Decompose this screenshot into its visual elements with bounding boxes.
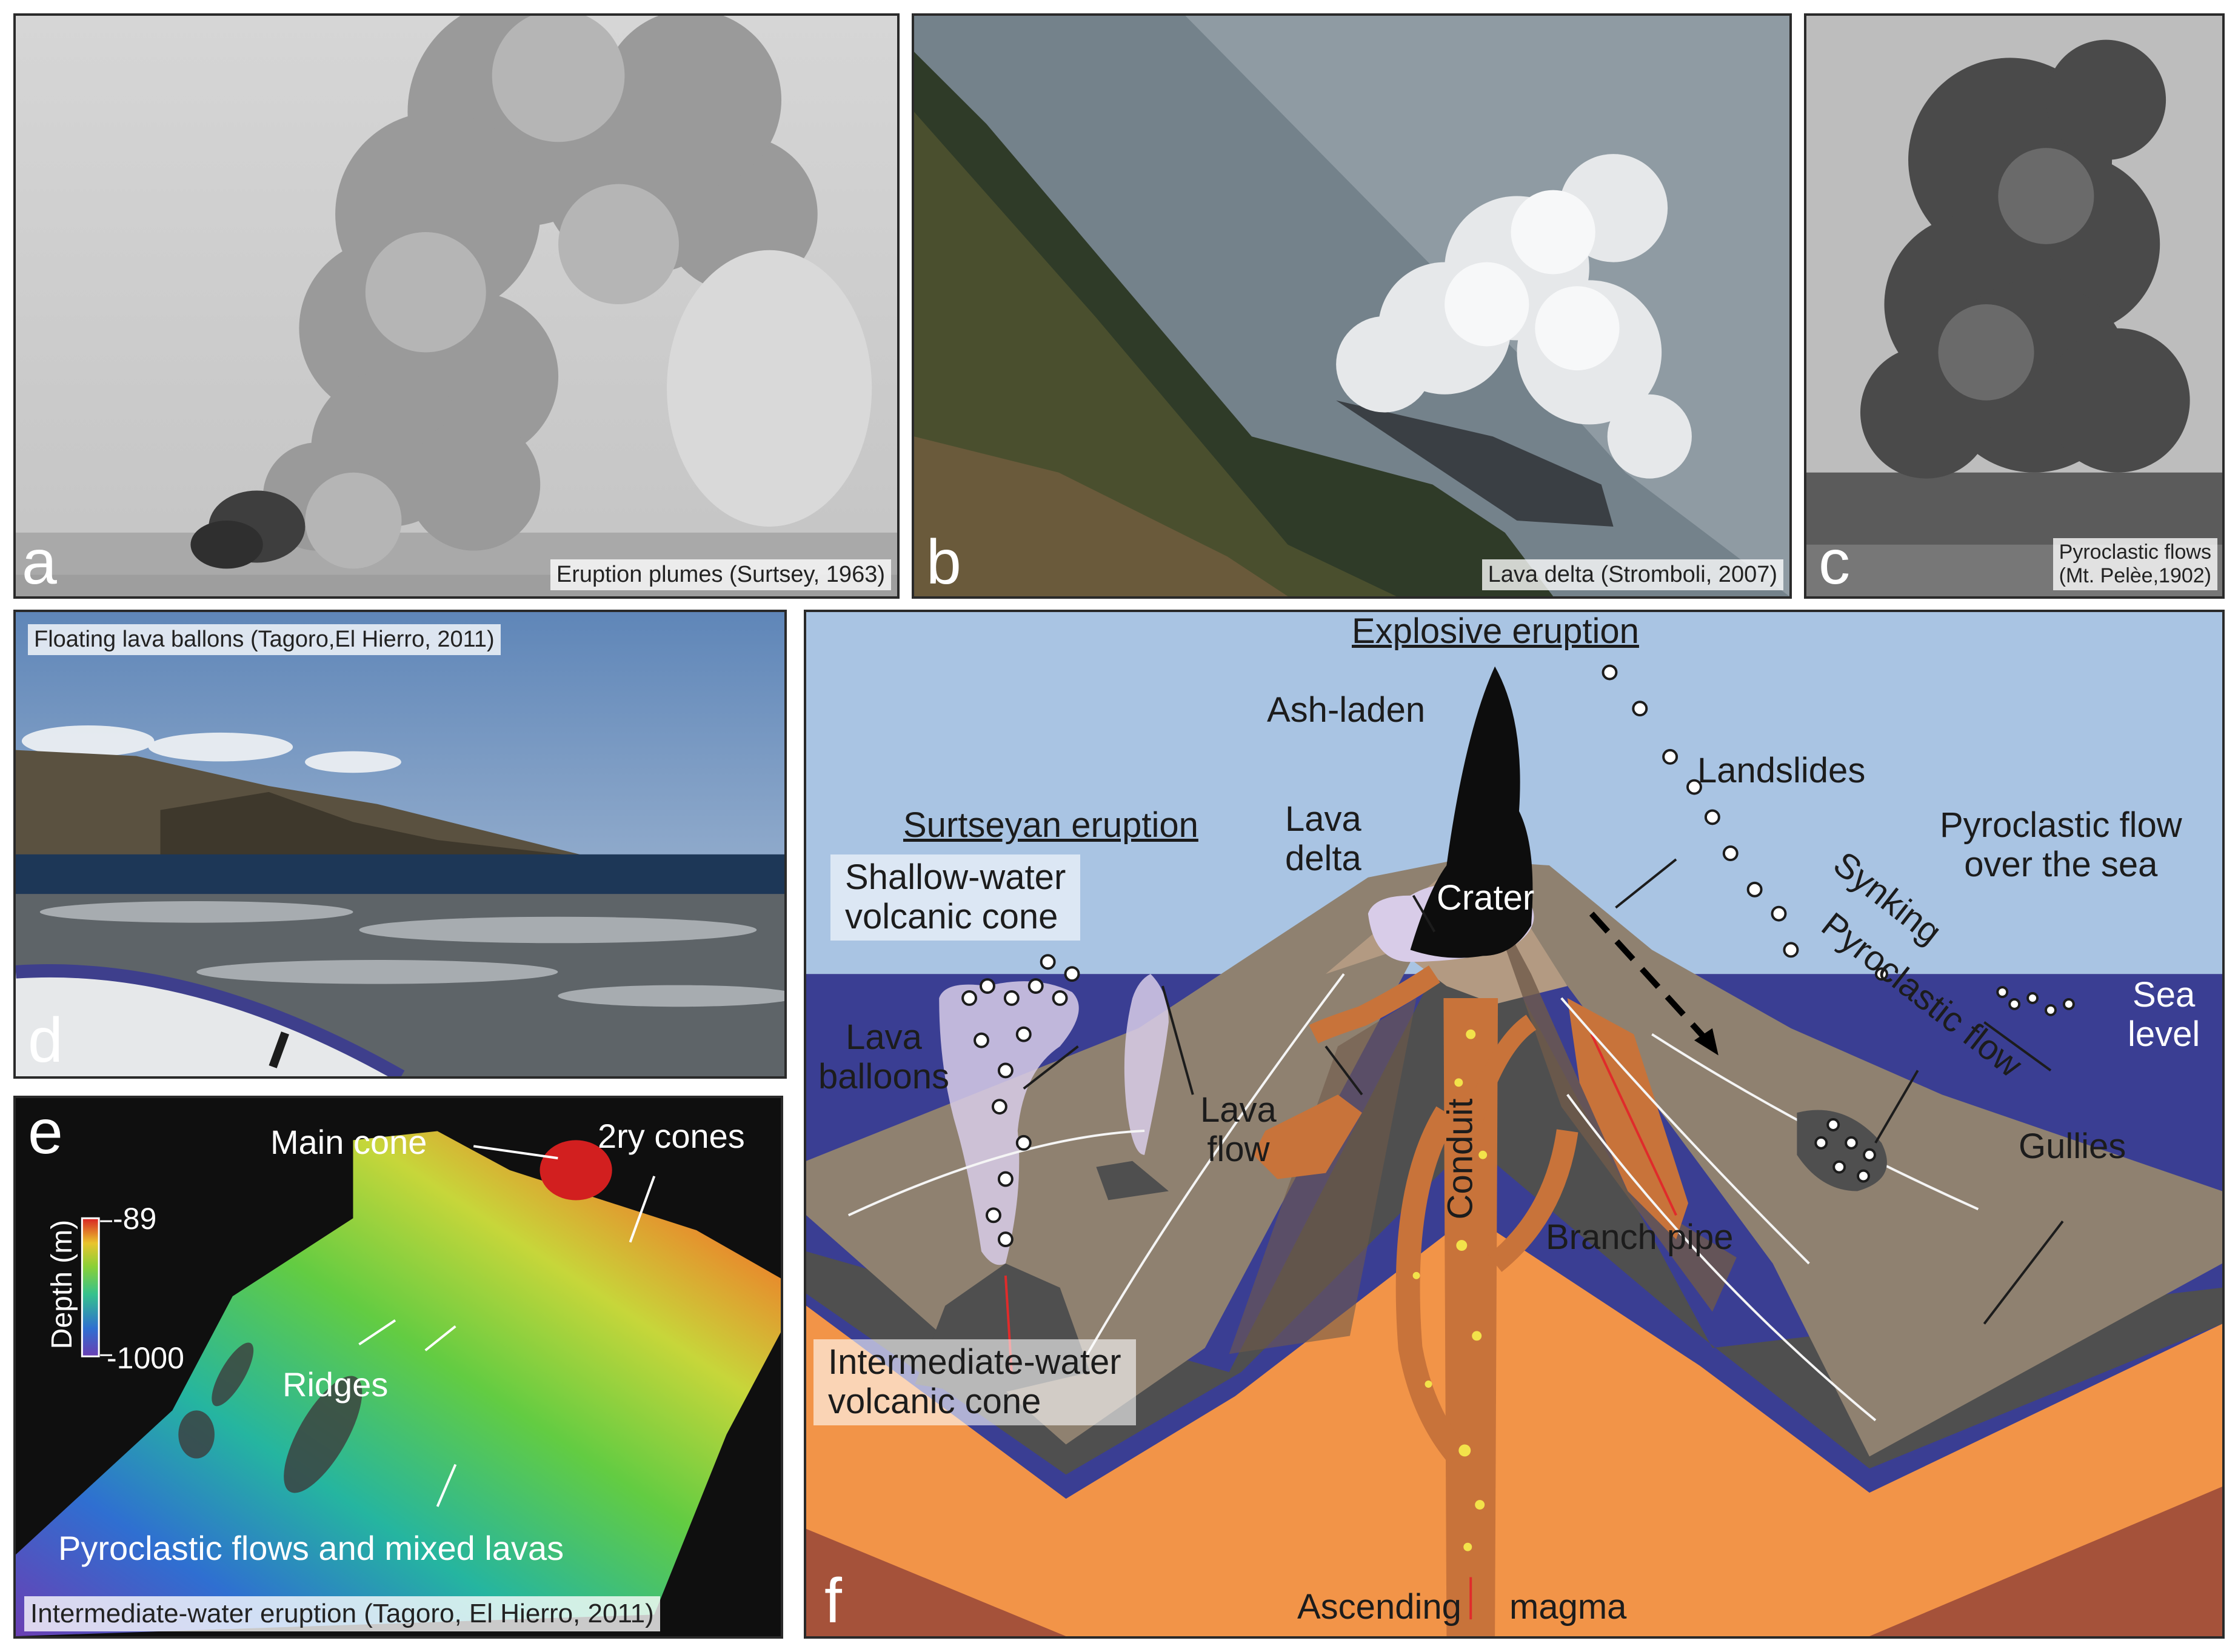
colorbar-title: Depth (m) <box>46 1219 79 1350</box>
shallow-cone-line1: Shallow-water <box>845 858 1066 897</box>
intermediate-cone-line1: Intermediate-water <box>828 1342 1121 1382</box>
panel-b-photo: b Lava delta (Stromboli, 2007) <box>912 13 1792 599</box>
magma-label: magma <box>1509 1587 1627 1627</box>
panel-letter-a: a <box>22 527 57 598</box>
crater-label: Crater <box>1437 878 1535 918</box>
shallow-cone-line2: volcanic cone <box>845 896 1058 936</box>
pyroclastic-flow-photo <box>1806 16 2222 596</box>
pyro-sea-line2: over the sea <box>1964 844 2158 884</box>
lava-delta-photo <box>914 16 1789 596</box>
sea-level-line2: level <box>2128 1014 2200 1054</box>
ascending-label: Ascending <box>1297 1587 1461 1627</box>
landslides-label: Landslides <box>1697 751 1866 790</box>
conduit-label: Conduit <box>1440 1098 1480 1220</box>
lava-delta-label: Lava delta <box>1285 799 1361 879</box>
panel-c-caption-line2: (Mt. Pelèe,1902) <box>2059 564 2211 587</box>
lava-flow-label: Lava flow <box>1200 1090 1277 1170</box>
lava-balloons-photo <box>16 612 784 1076</box>
gullies-label: Gullies <box>2019 1127 2126 1166</box>
pyroclastic-lavas-label: Pyroclastic flows and mixed lavas <box>58 1529 564 1567</box>
explosive-eruption-label: Explosive eruption <box>1352 611 1639 651</box>
pyro-sea-line1: Pyroclastic flow <box>1940 805 2182 845</box>
branch-pipe-label: Branch pipe <box>1546 1217 1734 1257</box>
panel-letter-d: d <box>28 1005 63 1076</box>
sea-level-line1: Sea <box>2133 975 2196 1014</box>
panel-b-caption: Lava delta (Stromboli, 2007) <box>1481 559 1783 590</box>
secondary-cones-label: 2ry cones <box>598 1117 745 1155</box>
panel-c-caption: Pyroclastic flows (Mt. Pelèe,1902) <box>2053 538 2217 590</box>
panel-c-photo: c Pyroclastic flows (Mt. Pelèe,1902) <box>1804 13 2225 599</box>
panel-letter-e: e <box>28 1097 63 1167</box>
lava-balloons-line1: Lava <box>846 1018 922 1057</box>
panel-f-diagram: Explosive eruption Ash-laden Landslides … <box>804 610 2225 1639</box>
panel-d-caption: Floating lava ballons (Tagoro,El Hierro,… <box>28 624 501 655</box>
intermediate-cone-line2: volcanic cone <box>828 1381 1041 1421</box>
main-cone-label: Main cone <box>270 1123 427 1161</box>
eruption-plume-photo <box>16 16 897 596</box>
panel-a-photo: a Eruption plumes (Surtsey, 1963) <box>13 13 900 599</box>
sea-level-label: Sea level <box>2128 975 2200 1054</box>
lava-flow-line1: Lava <box>1200 1090 1277 1130</box>
shallow-water-cone-label: Shallow-water volcanic cone <box>830 854 1081 941</box>
lava-delta-line1: Lava <box>1285 799 1361 839</box>
colorbar-min-label: -1000 <box>107 1341 184 1375</box>
ash-laden-label: Ash-laden <box>1267 690 1426 730</box>
lava-balloons-label: Lava balloons <box>818 1018 949 1097</box>
pyroclastic-sea-label: Pyroclastic flow over the sea <box>1940 805 2182 885</box>
panel-e-bathymetry: e Depth (m) -89 -1000 Main cone 2ry cone… <box>13 1096 783 1639</box>
panel-d-photo: Floating lava ballons (Tagoro,El Hierro,… <box>13 610 787 1079</box>
volcano-cross-section <box>806 612 2222 1636</box>
main-cone <box>806 859 2222 1457</box>
panel-e-caption: Intermediate-water eruption (Tagoro, El … <box>24 1596 660 1631</box>
panel-a-caption: Eruption plumes (Surtsey, 1963) <box>550 559 891 590</box>
bathymetry-map <box>16 1131 781 1636</box>
lava-balloons-line2: balloons <box>818 1056 950 1096</box>
eruption-plume <box>1410 666 1533 958</box>
ridges-label: Ridges <box>282 1365 389 1404</box>
surtseyan-eruption-label: Surtseyan eruption <box>903 805 1198 845</box>
intermediate-water-cone-label: Intermediate-water volcanic cone <box>813 1339 1136 1425</box>
panel-c-caption-line1: Pyroclastic flows <box>2059 541 2211 564</box>
colorbar-max-label: -89 <box>113 1202 157 1236</box>
panel-letter-b: b <box>926 527 961 598</box>
lava-flow-line2: flow <box>1207 1129 1270 1169</box>
lava-delta-line2: delta <box>1285 838 1361 878</box>
magma-chamber <box>806 1215 2222 1636</box>
panel-letter-f: f <box>824 1566 842 1636</box>
panel-letter-c: c <box>1819 527 1850 598</box>
